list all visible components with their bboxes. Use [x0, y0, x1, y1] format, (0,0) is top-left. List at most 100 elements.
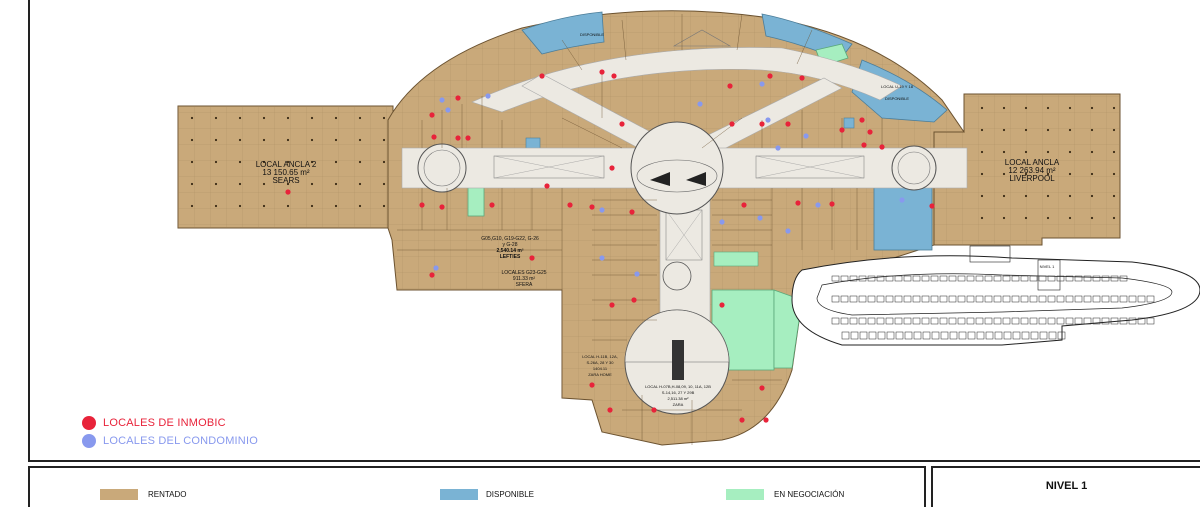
- parking-stall: [966, 295, 975, 303]
- parking-stall: [975, 295, 984, 303]
- column-dot: [334, 182, 338, 186]
- column-dot: [1068, 194, 1072, 198]
- parking-stall: [1065, 317, 1074, 325]
- parking-stall: [831, 317, 840, 325]
- parking-stall: [1047, 317, 1056, 325]
- anchor-store-liverpool[interactable]: [933, 93, 1121, 246]
- column-dot: [310, 138, 314, 142]
- level-title: NIVEL 1: [1045, 480, 1088, 492]
- condominio-marker-dot: [757, 215, 763, 221]
- column-dot: [980, 128, 984, 132]
- parking-stall: [894, 275, 903, 282]
- parking-stall: [984, 317, 993, 325]
- liverpool-label-line2: 12 263.94 m²: [1008, 166, 1055, 175]
- parking-stall: [1110, 317, 1119, 325]
- parking-stall: [913, 331, 922, 340]
- column-dot: [1046, 172, 1050, 176]
- column-dot: [214, 160, 218, 164]
- parking-stall: [1048, 331, 1057, 340]
- column-dot: [238, 204, 242, 208]
- parking-stall: [1137, 295, 1146, 303]
- south-atrium: [624, 261, 730, 415]
- parking-stall: [1065, 295, 1074, 303]
- anchor-store-sears[interactable]: [177, 105, 394, 229]
- parking-stall: [868, 331, 877, 340]
- column-dot: [334, 204, 338, 208]
- column-dot: [1046, 216, 1050, 220]
- parking-stall: [1057, 331, 1066, 340]
- column-dot: [262, 160, 266, 164]
- parking-structure: [791, 245, 1200, 346]
- parking-stall: [1002, 275, 1011, 282]
- parking-stall: [1110, 295, 1119, 303]
- inmobic-marker-dot: [455, 135, 461, 141]
- parking-stall: [1029, 275, 1038, 282]
- parking-stall: [939, 275, 948, 282]
- inmobic-marker-dot: [609, 302, 615, 308]
- parking-stall: [886, 331, 895, 340]
- parking-stall: [1056, 295, 1065, 303]
- inmobic-marker-dot: [431, 134, 437, 140]
- column-dot: [238, 116, 242, 120]
- column-dot: [1002, 172, 1006, 176]
- parking-stall: [858, 317, 867, 325]
- zara-label-line4: ZARA: [673, 402, 684, 407]
- parking-stall: [858, 275, 867, 282]
- column-dot: [262, 182, 266, 186]
- sfera-label-line3: SFERA: [516, 282, 533, 288]
- column-dot: [334, 160, 338, 164]
- parking-stall: [921, 275, 930, 282]
- red-dot-icon: [82, 416, 96, 430]
- parking-stall: [858, 295, 867, 303]
- inmobic-marker-dot: [759, 385, 765, 391]
- column-dot: [1068, 128, 1072, 132]
- parking-stall: [1128, 295, 1137, 303]
- column-dot: [1024, 172, 1028, 176]
- parking-stall: [1039, 331, 1048, 340]
- zara-label-line1: LOCAL H-07B,H-08,09, 10, 11A, 12B: [645, 384, 711, 389]
- inmobic-marker-dot: [629, 209, 635, 215]
- inmobic-marker-dot: [465, 135, 471, 141]
- column-dot: [1002, 128, 1006, 132]
- condominio-marker-dot: [803, 133, 809, 139]
- level-box: NIVEL 1: [931, 466, 1200, 507]
- parking-stall: [1101, 317, 1110, 325]
- sfera-label-line2: 911.33 m²: [513, 276, 535, 282]
- parking-stall: [984, 275, 993, 282]
- parking-stall: [1020, 275, 1029, 282]
- parking-stall: [1074, 317, 1083, 325]
- inmobic-marker-dot: [879, 144, 885, 150]
- inmobic-marker-dot: [631, 297, 637, 303]
- parking-stall: [894, 317, 903, 325]
- parking-stall: [1092, 275, 1101, 282]
- column-dot: [310, 160, 314, 164]
- parking-stall: [1020, 295, 1029, 303]
- column-dot: [1046, 128, 1050, 132]
- parking-stall: [1065, 275, 1074, 282]
- marker-label-condominio: LOCALES DEL CONDOMINIO: [103, 435, 258, 447]
- parking-stall: [1029, 295, 1038, 303]
- parking-stall: [1011, 275, 1020, 282]
- condominio-marker-dot: [439, 97, 445, 103]
- parking-level-label: NIVEL 1: [1040, 264, 1056, 269]
- column-dot: [1046, 106, 1050, 110]
- zara-label-line2: S-14,16, 27 Y 29B: [662, 390, 695, 395]
- column-dot: [358, 204, 362, 208]
- column-dot: [1068, 172, 1072, 176]
- parking-stall: [939, 317, 948, 325]
- parking-stall: [1038, 317, 1047, 325]
- column-dot: [310, 182, 314, 186]
- parking-stall: [1119, 275, 1128, 282]
- parking-stall: [850, 331, 859, 340]
- column-grid-liverpool: [980, 106, 1116, 220]
- parking-stall: [1038, 295, 1047, 303]
- column-dot: [980, 194, 984, 198]
- column-dot: [1112, 128, 1116, 132]
- column-dot: [980, 150, 984, 154]
- column-dot: [980, 172, 984, 176]
- column-dot: [286, 204, 290, 208]
- condominio-marker-dot: [599, 255, 605, 261]
- inmobic-marker-dot: [589, 382, 595, 388]
- column-dot: [1090, 194, 1094, 198]
- parking-stall: [948, 317, 957, 325]
